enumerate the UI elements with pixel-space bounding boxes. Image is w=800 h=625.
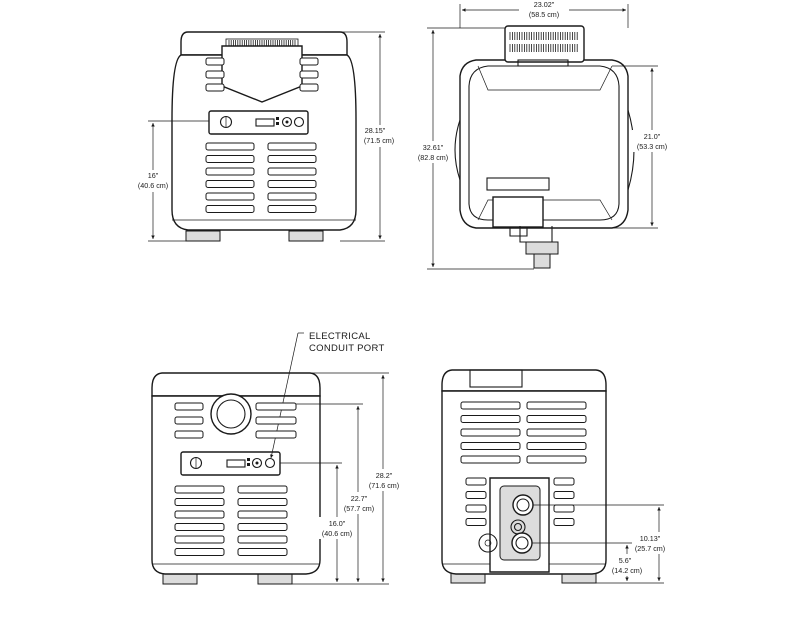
rear-view: 10.13" (25.7 cm) 5.6" (14.2 cm) xyxy=(441,369,679,584)
side-louver-slot xyxy=(174,498,225,506)
rear-louver-slot xyxy=(465,504,487,513)
rear-louver-slot xyxy=(526,455,587,464)
rear-inlet-height-cm: (25.7 cm) xyxy=(635,544,665,553)
side-louver-slot xyxy=(237,523,288,531)
side-flue-height-cm: (57.7 cm) xyxy=(344,504,374,513)
rear-outlet-height-cm: (14.2 cm) xyxy=(612,566,642,575)
side-louver-slot xyxy=(174,402,204,411)
top-view: 23.02" (58.5 cm) 32.61" (82.8 cm) xyxy=(413,0,672,270)
side-louver-slot xyxy=(255,416,297,425)
side-louver-slot xyxy=(237,535,288,544)
front-access-flap xyxy=(221,45,303,103)
front-panel-height-in: 16" xyxy=(148,171,159,180)
rear-louver-slot xyxy=(465,518,487,526)
rear-louver-slot xyxy=(460,455,521,464)
front-louver-slot xyxy=(205,142,255,151)
side-louver-slot xyxy=(174,510,225,519)
rear-louver-slot xyxy=(526,415,587,423)
front-louver-slot xyxy=(299,57,319,66)
rear-louver-slot xyxy=(526,428,587,437)
front-louver-slot xyxy=(205,83,225,92)
front-overall-height-cm: (71.5 cm) xyxy=(364,136,394,145)
side-louver-slot xyxy=(174,535,225,544)
rear-louver-slot xyxy=(553,504,575,513)
side-louver-slot xyxy=(255,402,297,411)
side-louver-slot xyxy=(174,416,204,425)
rear-louver-slot xyxy=(526,442,587,450)
side-louver-slot xyxy=(237,485,288,494)
front-louver-slot xyxy=(205,180,255,188)
rear-louver-slot xyxy=(460,442,521,450)
front-louver-slot xyxy=(267,205,317,213)
side-foot-right xyxy=(257,573,293,585)
side-louver-slot xyxy=(174,523,225,531)
top-outlet-connector xyxy=(525,241,559,255)
rear-louver-slot xyxy=(553,491,575,499)
side-louver-slot xyxy=(237,498,288,506)
top-overall-depth-cm: (82.8 cm) xyxy=(418,153,448,162)
rear-drain xyxy=(478,533,498,553)
side-control-panel xyxy=(180,451,281,476)
rear-louver-slot xyxy=(465,477,487,486)
front-overall-height-in: 28.15" xyxy=(365,126,386,135)
front-control-panel xyxy=(208,110,309,135)
front-louver-slot xyxy=(267,155,317,163)
top-width-cm: (58.5 cm) xyxy=(529,10,559,19)
top-body-depth-in: 21.0" xyxy=(644,132,661,141)
top-width-in: 23.02" xyxy=(534,0,555,9)
front-louver-slot xyxy=(267,180,317,188)
rear-louver-slot xyxy=(465,491,487,499)
front-louver-slot xyxy=(205,167,255,176)
front-louver-slot xyxy=(299,83,319,92)
side-lid xyxy=(151,372,321,397)
rear-louver-slot xyxy=(526,401,587,410)
front-foot-left xyxy=(185,230,221,242)
rear-louver-slot xyxy=(460,401,521,410)
front-foot-right xyxy=(288,230,324,242)
rear-water-outlet xyxy=(511,532,533,554)
front-louver-slot xyxy=(205,155,255,163)
rear-lid xyxy=(441,369,607,392)
conduit-callout-line1: ELECTRICAL xyxy=(309,331,371,342)
top-cabinet xyxy=(459,59,629,229)
top-body-depth-cm: (53.3 cm) xyxy=(637,142,667,151)
front-louver-slot xyxy=(299,70,319,79)
front-louver-slot xyxy=(267,142,317,151)
side-flue-height-in: 22.7" xyxy=(351,494,368,503)
side-panel-height-cm: (40.6 cm) xyxy=(322,529,352,538)
rear-louver-slot xyxy=(553,477,575,486)
conduit-callout-line2: CONDUIT PORT xyxy=(309,343,385,354)
side-electrical-conduit-port xyxy=(264,457,276,469)
front-louver-slot xyxy=(267,192,317,201)
side-louver-slot xyxy=(255,430,297,439)
side-louver-slot xyxy=(174,485,225,494)
top-overall-depth-in: 32.61" xyxy=(423,143,444,152)
front-louver-slot xyxy=(205,192,255,201)
side-foot-left xyxy=(162,573,198,585)
rear-water-inlet xyxy=(512,494,534,516)
side-view: ELECTRICAL CONDUIT PORT 28.2" (71.6 cm) … xyxy=(151,331,402,585)
front-louver-slot xyxy=(205,205,255,213)
front-louver-slot xyxy=(205,70,225,79)
rear-louver-slot xyxy=(553,518,575,526)
side-panel-height-in: 16.0" xyxy=(329,519,346,528)
side-louver-slot xyxy=(237,510,288,519)
front-display xyxy=(255,118,275,127)
front-louver-slot xyxy=(205,57,225,66)
front-panel-height-cm: (40.6 cm) xyxy=(138,181,168,190)
top-outlet-housing xyxy=(492,196,544,228)
rear-louver-slot xyxy=(460,428,521,437)
side-overall-height-in: 28.2" xyxy=(376,471,393,480)
rear-inlet-height-in: 10.13" xyxy=(640,534,661,543)
rear-louver-slot xyxy=(460,415,521,423)
front-louver-slot xyxy=(267,167,317,176)
side-overall-height-cm: (71.6 cm) xyxy=(369,481,399,490)
side-louver-slot xyxy=(237,548,288,556)
side-louver-slot xyxy=(174,548,225,556)
side-louver-slot xyxy=(174,430,204,439)
rear-outlet-height-in: 5.6" xyxy=(619,556,632,565)
